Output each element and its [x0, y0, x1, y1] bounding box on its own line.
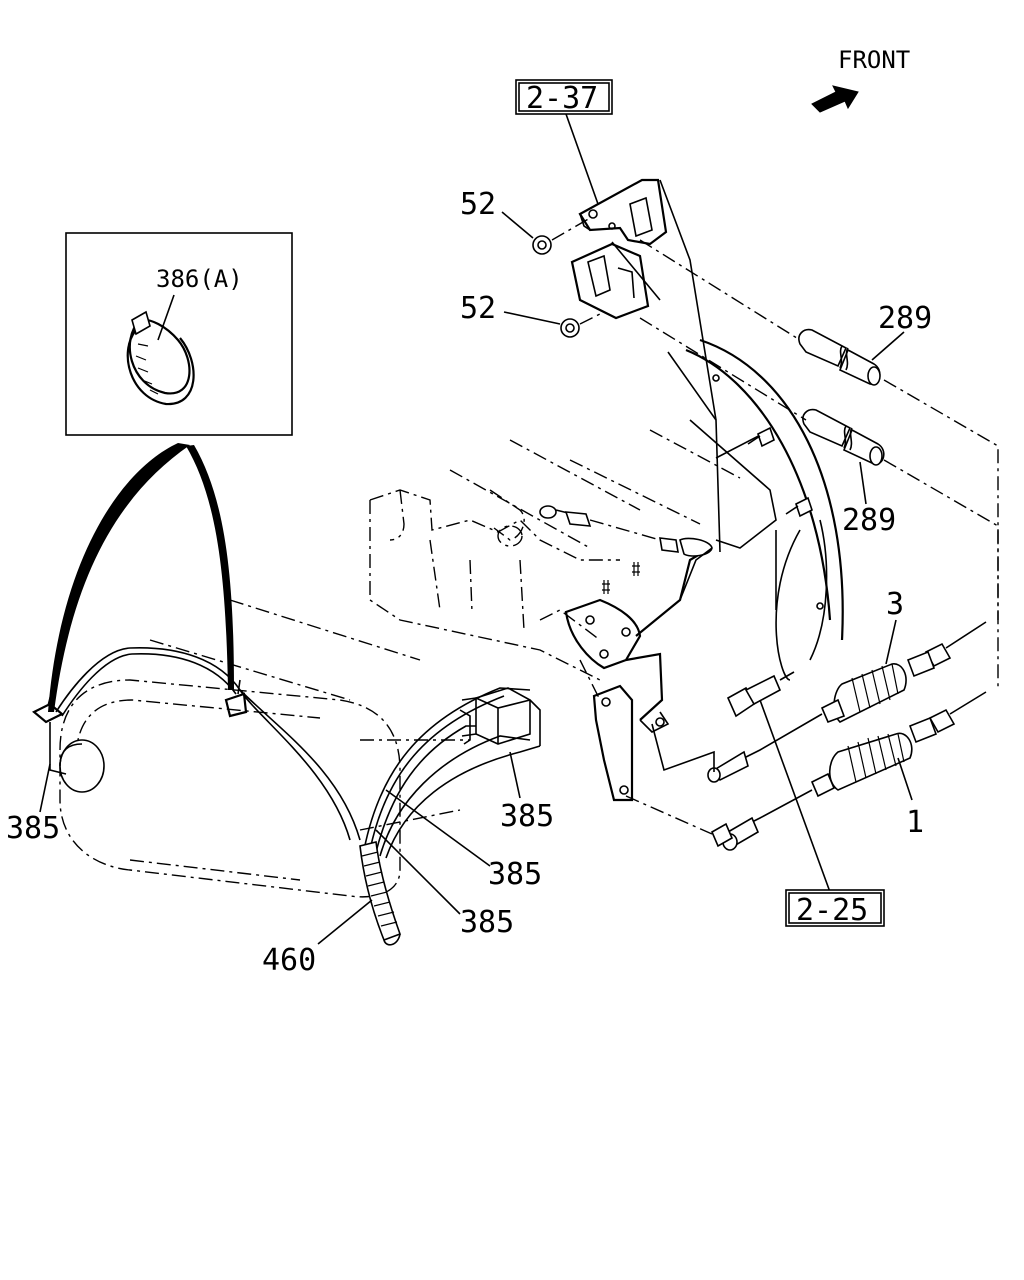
callout-nut-upper: 52: [460, 187, 496, 222]
grommet-lower: [802, 408, 885, 466]
bolt-upper: [747, 426, 775, 448]
callout-clip-left: 385: [6, 811, 60, 846]
clip-connector: [459, 709, 471, 745]
mount-plate: [667, 338, 844, 681]
callout-clip-center-a: 385: [488, 857, 542, 892]
clip-left: [32, 689, 67, 775]
ref-upper-leader: [565, 113, 599, 205]
shift-lever-bracket: [564, 547, 715, 835]
callout-grommet-lower: 289: [842, 503, 896, 538]
detail-inset-frame: [65, 232, 293, 436]
cable-3: [707, 621, 987, 783]
callout-tube: 460: [262, 943, 316, 978]
wire-harness: [55, 647, 541, 859]
cable-bracket: [570, 178, 717, 421]
reservoir-tank: [59, 599, 470, 898]
front-label: FRONT: [838, 46, 910, 74]
connector-box: [461, 687, 531, 745]
transmission-body: [369, 429, 741, 701]
grommet-upper: [798, 328, 881, 386]
callout-nut-lower: 52: [460, 291, 496, 326]
callout-clip-center-b: 385: [460, 905, 514, 940]
linkage-rod: [539, 505, 713, 601]
ref-box-2-25[interactable]: 2-25: [785, 889, 885, 928]
ref-box-lower-label: 2-25: [796, 893, 868, 928]
detail-pointer: [48, 443, 234, 712]
band-clip-icon: [126, 310, 195, 406]
callout-grommet-upper: 289: [878, 301, 932, 336]
detail-inset-label: 386(A): [156, 265, 243, 293]
bolt-ref-2-25: [726, 671, 795, 718]
callout-clip-right: 385: [500, 799, 554, 834]
front-indicator: FRONT: [811, 46, 910, 113]
ref-box-upper-label: 2-37: [526, 81, 598, 116]
nut-lower: [560, 318, 580, 338]
nut-upper: [532, 235, 552, 255]
clip-top: [224, 679, 248, 718]
callout-cable-1: 1: [906, 805, 924, 840]
small-studs: [602, 562, 640, 594]
cable-1: [710, 691, 987, 851]
ref-box-2-37[interactable]: 2-37: [515, 79, 613, 116]
front-arrow-icon: [811, 85, 859, 113]
bolt-middle: [785, 496, 813, 518]
corrugated-tube: [359, 841, 402, 946]
callout-cable-3: 3: [886, 587, 904, 622]
detail-leader: [157, 294, 175, 341]
detail-inset: 386(A): [65, 232, 293, 436]
